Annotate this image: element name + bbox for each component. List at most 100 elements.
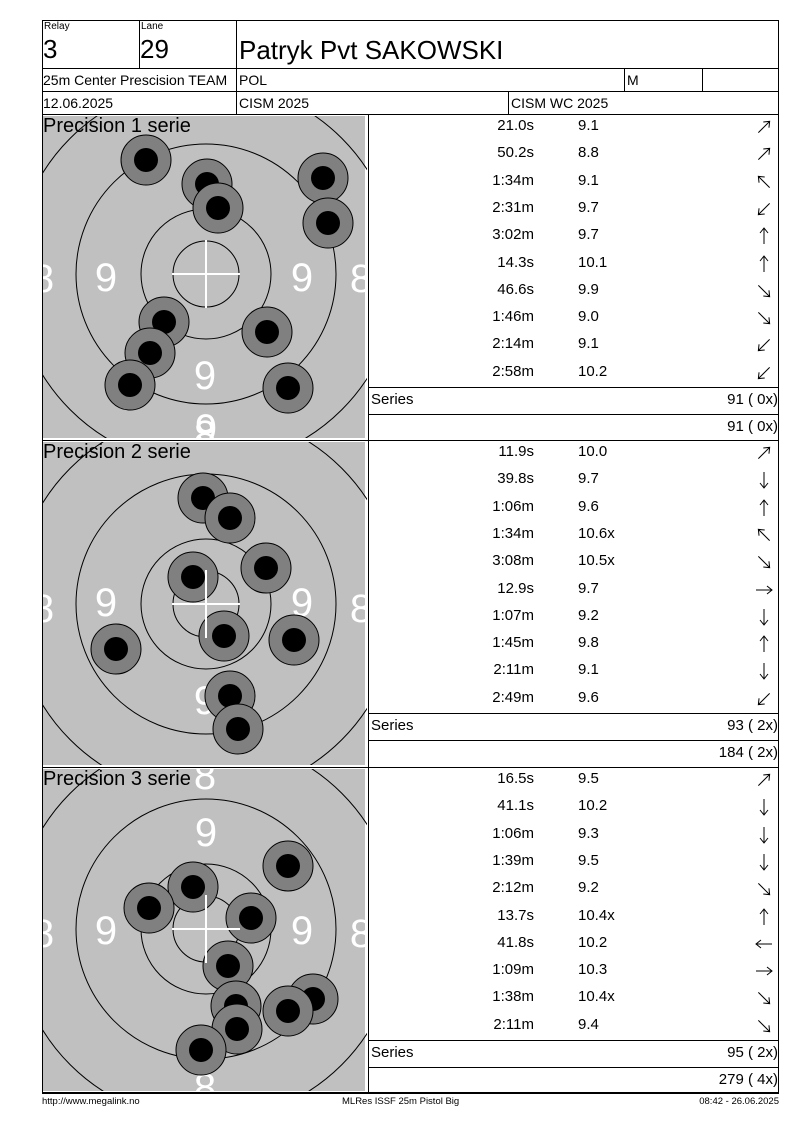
shot-time: 2:49m (492, 688, 534, 706)
series-divider (368, 387, 779, 388)
series-title: Precision 2 serie (43, 441, 191, 463)
direction-arrow-icon (752, 880, 776, 898)
target-panel: 9999888 (43, 116, 367, 438)
shot-hit (241, 306, 293, 358)
shot-score: 10.0 (578, 443, 608, 460)
direction-arrow-icon (752, 227, 776, 245)
series-divider (368, 414, 779, 415)
ring-number: 9 (291, 581, 313, 625)
running-total: 279 ( 4x) (718, 1071, 778, 1088)
shot-time: 1:09m (492, 961, 534, 979)
shot-score: 9.7 (578, 198, 599, 216)
lane-label: Lane (141, 21, 164, 32)
direction-arrow-icon (752, 282, 776, 300)
ring-number: 9 (95, 256, 117, 300)
direction-arrow-icon (752, 173, 776, 191)
shot-hit (268, 614, 320, 666)
direction-arrow-icon (752, 989, 776, 1007)
competition: CISM 2025 (239, 95, 310, 111)
shot-hit (240, 542, 292, 594)
ring-number: 9 (95, 909, 117, 953)
lane-number: 29 (140, 34, 169, 64)
direction-arrow-icon (752, 336, 776, 354)
athlete-name: Patryk Pvt SAKOWSKI (239, 35, 504, 65)
shot-time: 2:58m (492, 362, 534, 380)
shot-score: 10.4x (578, 988, 615, 1006)
shot-time: 12.9s (497, 579, 534, 597)
shot-time: 2:12m (492, 879, 534, 897)
report-frame (42, 20, 779, 1093)
shot-time: 11.9s (498, 443, 534, 460)
footer-url[interactable]: http://www.megalink.no (42, 1096, 140, 1107)
direction-arrow-icon (752, 635, 776, 653)
ring-number: 8 (350, 912, 367, 956)
direction-arrow-icon (752, 1017, 776, 1035)
shot-hit (262, 362, 314, 414)
center-cross (172, 570, 240, 638)
shot-score: 9.2 (578, 879, 599, 897)
series-title: Precision 3 serie (43, 768, 191, 790)
direction-arrow-icon (752, 608, 776, 626)
shot-score: 9.7 (578, 579, 599, 597)
shot-score: 10.2 (578, 362, 608, 380)
series-divider (368, 713, 779, 714)
shot-time: 1:39m (492, 851, 534, 869)
shot-score: 10.1 (578, 253, 608, 271)
shot-time: 41.8s (497, 933, 534, 951)
ring-number: 9 (291, 909, 313, 953)
shot-score: 9.7 (578, 226, 599, 244)
target-ring (75, 143, 337, 405)
shot-time: 1:07m (492, 606, 534, 624)
shot-hit (262, 985, 314, 1037)
event-name: 25m Center Prescision TEAM (43, 72, 228, 88)
shot-score: 9.0 (578, 308, 599, 326)
shot-score: 9.2 (578, 606, 599, 624)
target-panel: 9998888 (43, 769, 367, 1091)
direction-arrow-icon (752, 498, 776, 517)
shot-time: 21.0s (497, 117, 534, 134)
relay-number: 3 (43, 34, 58, 64)
ring-number: 9 (95, 581, 117, 625)
shot-time: 1:34m (492, 171, 534, 189)
shot-time: 1:06m (492, 824, 534, 842)
shot-hit (90, 623, 142, 675)
direction-arrow-icon (752, 471, 776, 490)
target-image: 9999888 (43, 116, 367, 438)
shot-score: 10.3 (578, 961, 608, 979)
direction-arrow-icon (752, 853, 776, 871)
shot-score: 9.1 (578, 335, 599, 353)
shot-time: 1:45m (492, 634, 534, 652)
ring-number: 8 (43, 587, 54, 631)
target-image: 9998888 (43, 769, 367, 1091)
direction-arrow-icon (752, 798, 776, 817)
divider (624, 68, 625, 91)
direction-arrow-icon (752, 145, 776, 163)
shot-hit (198, 610, 250, 662)
shot-score: 10.5x (578, 552, 615, 570)
section-divider (42, 1093, 779, 1094)
direction-arrow-icon (752, 907, 776, 926)
section-divider (42, 767, 779, 768)
shot-time: 46.6s (497, 280, 534, 298)
direction-arrow-icon (752, 553, 776, 571)
ring-number: 9 (195, 407, 217, 438)
shot-hit (225, 892, 277, 944)
shot-score: 9.4 (578, 1015, 599, 1033)
shot-hit (204, 492, 256, 544)
shot-time: 2:11m (493, 1015, 534, 1033)
center-cross (172, 240, 240, 308)
shot-hit (192, 182, 244, 234)
nation: POL (239, 72, 268, 88)
series-title: Precision 1 serie (43, 115, 191, 137)
shot-time: 13.7s (497, 906, 534, 924)
shot-score: 9.3 (578, 824, 599, 842)
direction-arrow-icon (752, 364, 776, 382)
shot-hit (104, 359, 156, 411)
divider (236, 68, 237, 114)
section-divider (42, 440, 779, 441)
shot-hit (120, 134, 172, 186)
direction-arrow-icon (752, 309, 776, 327)
direction-arrow-icon (752, 662, 776, 681)
direction-arrow-icon (752, 254, 776, 273)
